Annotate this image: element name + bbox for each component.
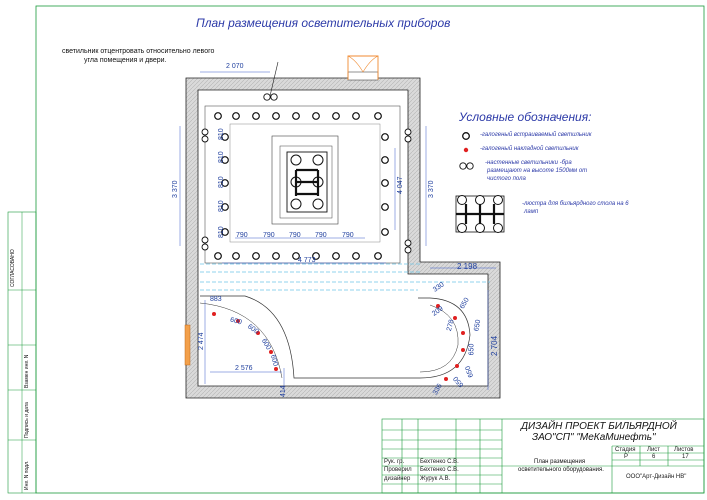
tb-sheets-value: 17 <box>682 454 689 460</box>
dim-step-2: 790 <box>263 232 275 239</box>
dim-2704: 2 704 <box>490 335 499 356</box>
dim-2198: 2 198 <box>457 262 478 271</box>
dim-right-3370: 3 370 <box>428 180 435 198</box>
surface-lights <box>212 304 465 381</box>
dim-vstep-1: 810 <box>218 128 225 140</box>
legend-surface-text: -галогеный накладной светильник <box>480 146 579 152</box>
stamp-agreed: СОГЛАСОВАНО <box>10 249 16 287</box>
legend-chandelier-text-1: -люстра для бильярдного стола на 6 <box>522 201 629 207</box>
tb-sheets-header: Листов <box>674 447 694 453</box>
ceiling-inner <box>229 123 381 243</box>
sheet-title-2: осветительного оборудования. <box>518 467 604 473</box>
door-top <box>347 55 379 81</box>
title-block-grid <box>381 418 705 494</box>
dim-vstep-2: 810 <box>218 151 225 163</box>
project-title-2: ЗАО"СП" "МеКаМинефть" <box>532 432 656 443</box>
billiard-chandelier <box>286 151 328 213</box>
tb-sheet-value: 6 <box>652 454 656 460</box>
tb-role-2: Проверил <box>384 467 412 473</box>
tb-stage-header: Стадия <box>615 447 636 453</box>
stamp-inv-replace: Взамен инв. N <box>24 354 30 388</box>
dim-left-3370: 3 370 <box>172 180 179 198</box>
dim-step-3: 790 <box>289 232 301 239</box>
legend-title: Условные обозначения: <box>459 110 592 124</box>
stamp-inv-orig: Инв. N подл. <box>24 460 30 490</box>
stamp-sign-date: Подпись и дата <box>24 402 30 438</box>
tb-role-3: дизайнер <box>384 476 411 482</box>
wall-sconces <box>201 93 412 254</box>
dim-2576: 2 576 <box>235 365 253 372</box>
dim-883: 883 <box>210 296 222 303</box>
legend-chandelier-text-2: ламп <box>524 209 539 215</box>
recessed-lights <box>214 112 389 260</box>
dim-vstep-4: 810 <box>218 200 225 212</box>
note-line-2: угла помещения и двери. <box>84 57 167 64</box>
tb-name-1: Бехтенко С.В. <box>420 459 459 465</box>
legend-sconce-text-1: -настенные светильники -бра <box>485 160 572 166</box>
room-walls <box>185 77 501 399</box>
sheet-title-1: План размещения <box>534 459 586 465</box>
lower-ceiling-curve <box>200 295 471 379</box>
tb-role-1: Рук. гр. <box>384 459 405 465</box>
ceiling-outer <box>204 105 401 264</box>
legend-sconce-text-3: чистого пола <box>487 176 526 182</box>
tb-stage-value: Р <box>624 454 629 460</box>
tb-organization: ООО"Арт-Дизайн НВ" <box>626 474 687 480</box>
legend-symbols <box>455 132 505 233</box>
note-line-1: светильник отцентровать относительно лев… <box>62 48 215 55</box>
dim-2070: 2 070 <box>226 63 244 70</box>
tb-name-2: Бехтенко С.В. <box>420 467 459 473</box>
dim-4773: 4 773 <box>298 257 316 264</box>
legend-sconce-text-2: размещают на высоте 1500мм от <box>487 168 588 174</box>
dim-step-4: 790 <box>315 232 327 239</box>
dim-2474: 2 474 <box>198 332 205 350</box>
door-left <box>184 324 191 366</box>
project-title-1: ДИЗАЙН ПРОЕКТ БИЛЬЯРДНОЙ <box>521 421 677 432</box>
dim-vstep-3: 810 <box>218 176 225 188</box>
dim-414: 414 <box>280 385 287 397</box>
tb-sheet-header: Лист <box>647 447 661 453</box>
legend-recessed-text: -галогеный встраиваемый светильник <box>480 132 592 138</box>
drawing-title: План размещения осветительных приборов <box>196 16 451 30</box>
dim-right-650c: 650 <box>468 343 476 356</box>
tb-name-3: Журук А.В. <box>420 476 451 482</box>
dim-4047: 4 047 <box>397 176 404 194</box>
dim-step-1: 790 <box>236 232 248 239</box>
dim-vstep-5: 810 <box>218 226 225 238</box>
dim-step-5: 790 <box>342 232 354 239</box>
